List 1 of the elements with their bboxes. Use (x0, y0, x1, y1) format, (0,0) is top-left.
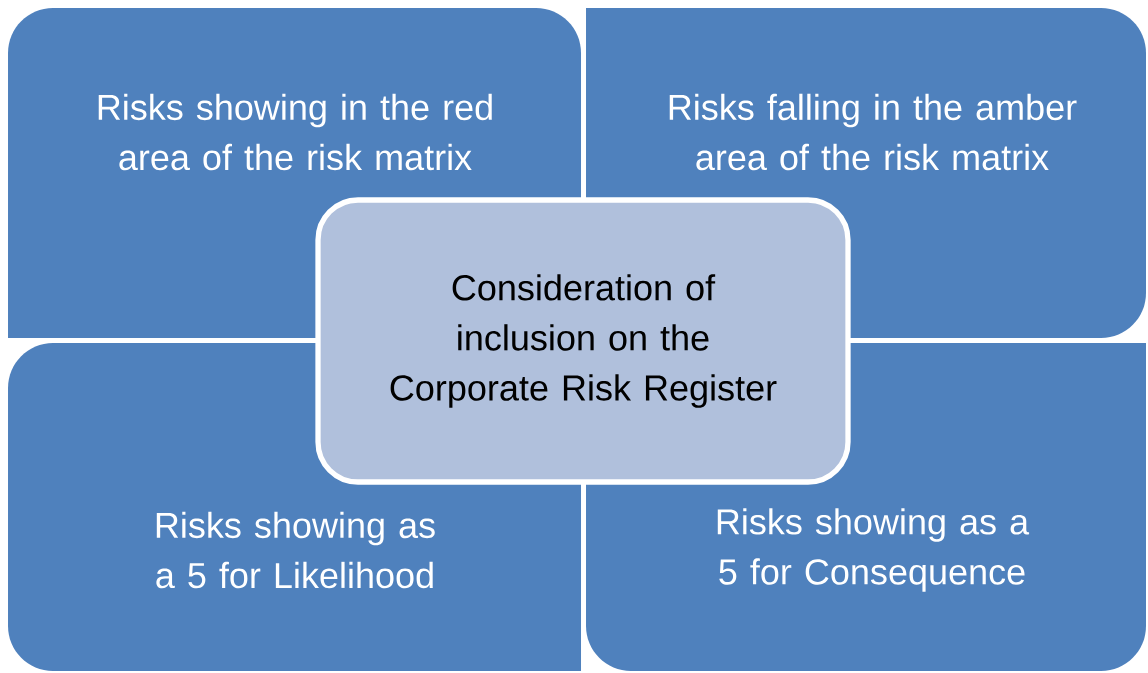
center-box: Consideration of inclusion on the Corporate Risk Register (315, 197, 851, 485)
